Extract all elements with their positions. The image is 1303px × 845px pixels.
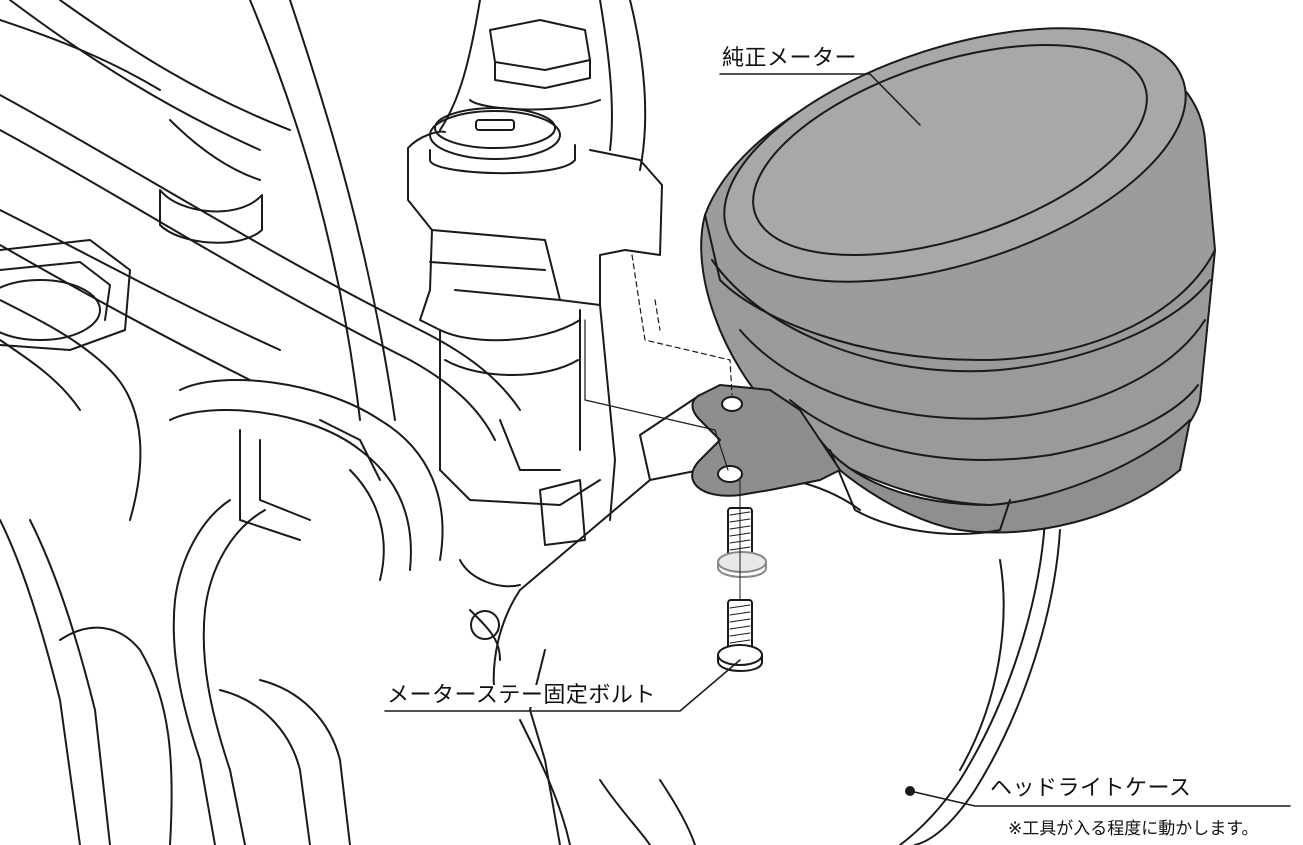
leader-lines: [384, 73, 1291, 807]
stay-bolt-label: メーターステー固定ボルト: [387, 683, 656, 708]
headlight-case-label: ヘッドライトケース: [990, 776, 1192, 801]
bolt-guide: [584, 319, 729, 471]
upper-center-nut: [159, 19, 601, 244]
note-text: ※工具が入る程度に動かします。: [1008, 819, 1259, 839]
stock-meter: [691, 27, 1216, 535]
meter-label: 純正メーター: [722, 46, 858, 71]
ignition-switch: [407, 107, 663, 546]
meter-leader: [719, 73, 921, 126]
left-nut: [0, 239, 131, 351]
frame-lines: [0, 0, 647, 521]
handlebar-lower: [0, 499, 351, 845]
bolt-leader: [384, 659, 741, 712]
case-leader: [909, 790, 1291, 807]
guide-lines: [631, 254, 733, 396]
lower-frame: [169, 379, 521, 661]
stay-bolt-upper: [717, 507, 767, 578]
